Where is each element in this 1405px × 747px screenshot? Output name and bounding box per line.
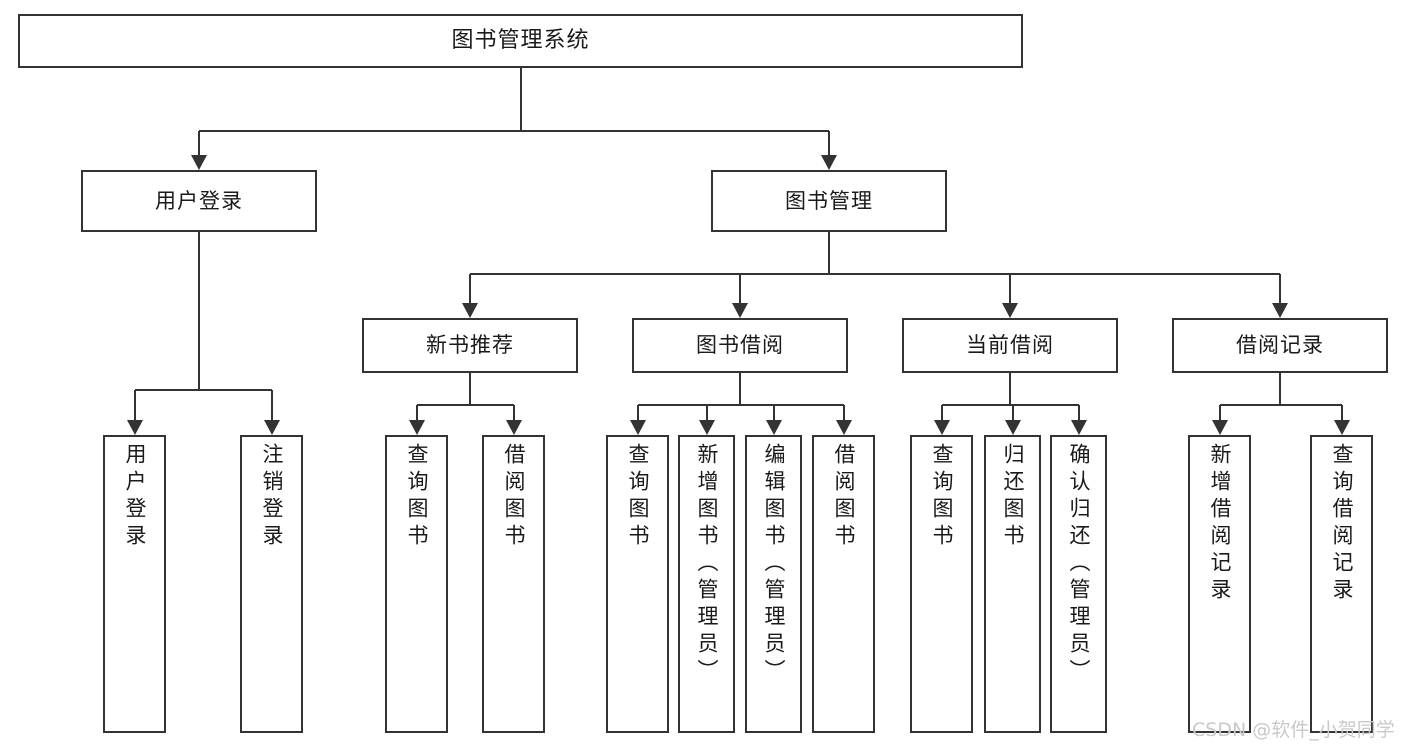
arrow-head-icon bbox=[732, 303, 748, 318]
node-label: 查询图书 bbox=[405, 443, 429, 551]
node-label: 查询借阅记录 bbox=[1330, 443, 1354, 605]
arrow-head-icon bbox=[835, 420, 852, 435]
connector-horizontal bbox=[199, 130, 829, 132]
connector-vertical bbox=[1340, 405, 1343, 420]
connector-vertical bbox=[1011, 405, 1014, 420]
connector-horizontal bbox=[470, 273, 1280, 275]
connector-horizontal bbox=[1219, 404, 1342, 406]
connector-vertical bbox=[1279, 373, 1281, 405]
arrow-head-icon bbox=[126, 420, 143, 435]
connector-vertical bbox=[1077, 405, 1080, 420]
node-label: 当前借阅 bbox=[966, 333, 1054, 358]
connector-horizontal bbox=[416, 404, 514, 406]
connector-vertical bbox=[1218, 405, 1221, 420]
node-book-manage[interactable]: 图书管理 bbox=[711, 170, 947, 232]
connector-vertical bbox=[469, 373, 471, 405]
node-book-borrow[interactable]: 图书借阅 bbox=[632, 318, 848, 373]
node-label: 图书管理系统 bbox=[451, 28, 590, 54]
node-label: 借阅图书 bbox=[502, 443, 526, 551]
node-label: 查询图书 bbox=[930, 443, 954, 551]
node-current-borrow[interactable]: 当前借阅 bbox=[902, 318, 1118, 373]
node-leaf-return-book[interactable]: 归还图书 bbox=[984, 435, 1041, 733]
connector-vertical bbox=[512, 405, 515, 420]
node-leaf-query-record[interactable]: 查询借阅记录 bbox=[1310, 435, 1373, 733]
node-label: 编辑图书（管理员） bbox=[762, 443, 786, 686]
arrow-head-icon bbox=[191, 155, 207, 170]
connector-vertical bbox=[739, 274, 741, 303]
arrow-head-icon bbox=[933, 420, 950, 435]
connector-vertical bbox=[636, 405, 639, 420]
connector-horizontal bbox=[637, 404, 844, 406]
node-label: 用户登录 bbox=[155, 188, 243, 213]
node-leaf-logout[interactable]: 注销登录 bbox=[240, 435, 303, 733]
connector-vertical bbox=[198, 232, 200, 390]
connector-vertical bbox=[739, 373, 741, 405]
connector-horizontal bbox=[941, 404, 1079, 406]
arrow-head-icon bbox=[1272, 303, 1288, 318]
arrow-head-icon bbox=[1004, 420, 1021, 435]
arrow-head-icon bbox=[263, 420, 280, 435]
node-leaf-edit-book[interactable]: 编辑图书（管理员） bbox=[745, 435, 802, 733]
arrow-head-icon bbox=[629, 420, 646, 435]
connector-vertical bbox=[940, 405, 943, 420]
connector-vertical bbox=[772, 405, 775, 420]
arrow-head-icon bbox=[462, 303, 478, 318]
connector-vertical bbox=[133, 390, 136, 420]
node-label: 新书推荐 bbox=[426, 333, 514, 358]
node-leaf-add-record[interactable]: 新增借阅记录 bbox=[1188, 435, 1251, 733]
node-label: 图书管理 bbox=[785, 188, 873, 213]
node-label: 新增图书（管理员） bbox=[695, 443, 719, 686]
node-label: 借阅图书 bbox=[832, 443, 856, 551]
node-leaf-add-book[interactable]: 新增图书（管理员） bbox=[678, 435, 735, 733]
connector-vertical bbox=[828, 131, 830, 155]
connector-vertical bbox=[1279, 274, 1281, 303]
node-label: 用户登录 bbox=[123, 443, 147, 551]
node-label: 确认归还（管理员） bbox=[1067, 443, 1091, 686]
connector-vertical bbox=[1009, 274, 1011, 303]
connector-vertical bbox=[415, 405, 418, 420]
arrow-head-icon bbox=[698, 420, 715, 435]
connector-horizontal bbox=[134, 389, 272, 391]
node-leaf-confirm-return[interactable]: 确认归还（管理员） bbox=[1050, 435, 1107, 733]
connector-vertical bbox=[270, 390, 273, 420]
connector-vertical bbox=[705, 405, 708, 420]
node-label: 查询图书 bbox=[626, 443, 650, 551]
connector-vertical bbox=[469, 274, 471, 303]
node-leaf-borrow-book-brw[interactable]: 借阅图书 bbox=[812, 435, 875, 733]
connector-vertical bbox=[519, 68, 522, 131]
connector-vertical bbox=[842, 405, 845, 420]
node-root[interactable]: 图书管理系统 bbox=[18, 14, 1023, 68]
connector-vertical bbox=[828, 232, 830, 274]
connector-vertical bbox=[1009, 373, 1011, 405]
node-label: 注销登录 bbox=[260, 443, 284, 551]
node-label: 图书借阅 bbox=[696, 333, 784, 358]
connector-vertical bbox=[198, 131, 200, 155]
node-label: 新增借阅记录 bbox=[1208, 443, 1232, 605]
arrow-head-icon bbox=[765, 420, 782, 435]
node-user-login[interactable]: 用户登录 bbox=[81, 170, 317, 232]
arrow-head-icon bbox=[1333, 420, 1350, 435]
arrow-head-icon bbox=[505, 420, 522, 435]
node-leaf-query-book-cur[interactable]: 查询图书 bbox=[910, 435, 973, 733]
arrow-head-icon bbox=[408, 420, 425, 435]
node-borrow-record[interactable]: 借阅记录 bbox=[1172, 318, 1388, 373]
arrow-head-icon bbox=[1002, 303, 1018, 318]
node-leaf-borrow-book-rec[interactable]: 借阅图书 bbox=[482, 435, 545, 733]
arrow-head-icon bbox=[1070, 420, 1087, 435]
node-label: 归还图书 bbox=[1001, 443, 1025, 551]
node-label: 借阅记录 bbox=[1236, 333, 1324, 358]
node-leaf-query-book-rec[interactable]: 查询图书 bbox=[385, 435, 448, 733]
arrow-head-icon bbox=[821, 155, 837, 170]
arrow-head-icon bbox=[1211, 420, 1228, 435]
node-new-book-rec[interactable]: 新书推荐 bbox=[362, 318, 578, 373]
node-leaf-user-login[interactable]: 用户登录 bbox=[103, 435, 166, 733]
node-leaf-query-book-brw[interactable]: 查询图书 bbox=[606, 435, 669, 733]
